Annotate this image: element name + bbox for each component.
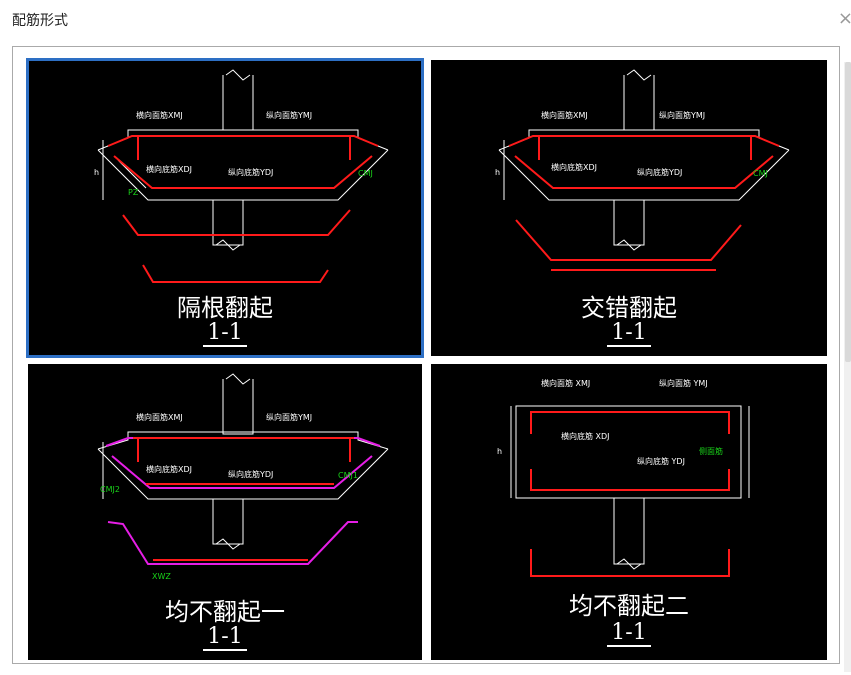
scrollbar-thumb[interactable] [845,62,851,362]
section-label: 1-1 [431,620,827,647]
title-bar: 配筋形式 × [0,0,851,44]
option-tile-4[interactable]: 横向面筋 XMJ 纵向面筋 YMJ 横向底筋 XDJ 纵向底筋 YDJ h 侧面… [431,364,827,660]
label-xmj: 横向面筋XMJ [136,412,183,422]
label-ymj: 纵向面筋 YMJ [659,378,708,388]
option-name: 交错翻起 [581,294,677,322]
label-pz: PZ [128,188,139,197]
label-ydj: 纵向底筋YDJ [228,167,273,177]
label-ymj: 纵向面筋YMJ [266,110,312,120]
label-cejin: 侧面筋 [699,446,723,456]
label-xdj: 横向底筋 XDJ [561,431,610,441]
option-tile-3[interactable]: 横向面筋XMJ 纵向面筋YMJ 横向底筋XDJ 纵向底筋YDJ CMJ1 CMJ… [28,364,422,660]
reinforcement-diagram-3: 横向面筋XMJ 纵向面筋YMJ 横向底筋XDJ 纵向底筋YDJ CMJ1 CMJ… [97,373,389,581]
option-name: 隔根翻起 [177,294,273,322]
label-xmj: 横向面筋 XMJ [541,378,590,388]
reinforcement-diagram-1: 横向面筋XMJ 纵向面筋YMJ 横向底筋XDJ 纵向底筋YDJ CMJ h PZ [94,69,389,283]
option-tile-1[interactable]: 横向面筋XMJ 纵向面筋YMJ 横向底筋XDJ 纵向底筋YDJ CMJ h PZ… [26,58,424,358]
option-name: 均不翻起二 [569,592,689,620]
section-label: 1-1 [431,320,827,347]
window-title: 配筋形式 [12,13,68,29]
label-ymj: 纵向面筋YMJ [659,110,705,120]
label-ymj: 纵向面筋YMJ [266,412,312,422]
section-label: 1-1 [28,320,422,347]
close-icon[interactable]: × [837,8,851,29]
label-h: h [94,168,99,177]
label-cmj2: CMJ2 [100,485,120,494]
label-ydj: 纵向底筋 YDJ [637,456,685,466]
label-xdj: 横向底筋XDJ [551,162,597,172]
scrollbar[interactable] [844,62,851,672]
label-ydj: 纵向底筋YDJ [637,167,682,177]
label-ydj: 纵向底筋YDJ [228,469,273,479]
option-name: 均不翻起一 [165,598,285,626]
label-cmj1: CMJ1 [338,471,358,480]
reinforcement-diagram-4: 横向面筋 XMJ 纵向面筋 YMJ 横向底筋 XDJ 纵向底筋 YDJ h 侧面… [497,378,750,577]
section-label: 1-1 [28,624,422,651]
label-xmj: 横向面筋XMJ [136,110,183,120]
label-cmj: CMJ [753,169,768,178]
label-h: h [495,168,500,177]
label-h: h [497,447,502,456]
label-xdj: 横向底筋XDJ [146,464,192,474]
option-tile-2[interactable]: 横向面筋XMJ 纵向面筋YMJ 横向底筋XDJ 纵向底筋YDJ CMJ h 交错… [431,60,827,356]
reinforcement-diagram-2: 横向面筋XMJ 纵向面筋YMJ 横向底筋XDJ 纵向底筋YDJ CMJ h [495,69,790,271]
label-xwz: XWZ [152,572,171,581]
label-xdj: 横向底筋XDJ [146,164,192,174]
label-cmj: CMJ [358,169,373,178]
label-xmj: 横向面筋XMJ [541,110,588,120]
